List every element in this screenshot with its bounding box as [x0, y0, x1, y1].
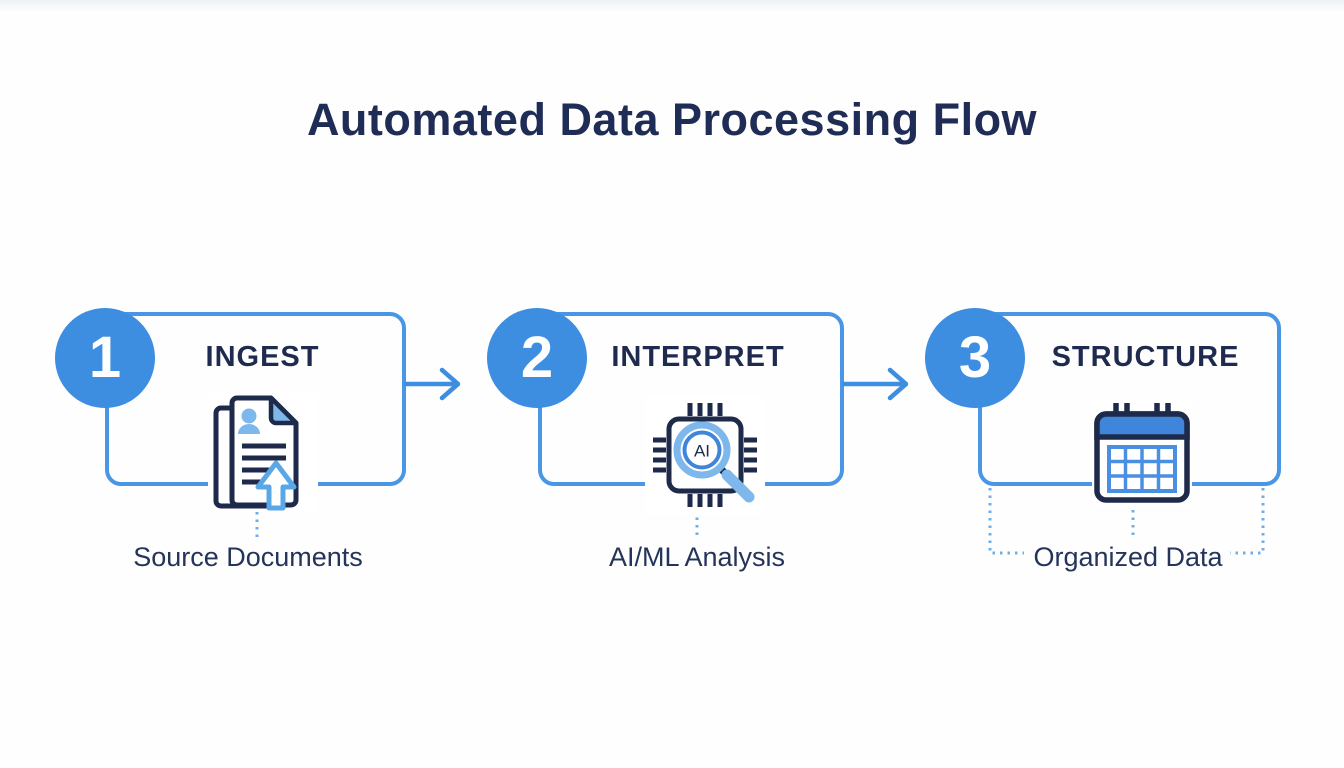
ai-chip-magnifier-icon: AI	[645, 395, 765, 515]
data-grid	[1107, 445, 1177, 493]
step-title-structure: STRUCTURE	[1051, 341, 1240, 373]
text-lines	[242, 443, 286, 485]
magnifier-handle	[721, 469, 755, 503]
person-shoulders	[238, 424, 260, 434]
page-fold	[268, 395, 299, 426]
flow-arrow-icon-2	[841, 367, 909, 401]
table-calendar-icon	[1092, 399, 1192, 507]
upload-arrow-icon	[255, 460, 297, 511]
documents-upload-icon	[208, 394, 318, 512]
step-title-ingest: INGEST	[205, 341, 320, 373]
step-number-3: 3	[958, 325, 992, 390]
step-caption-source-documents: Source Documents	[133, 542, 363, 572]
step-caption-organized-data: Organized Data	[1033, 542, 1223, 572]
step-caption-ai-ml-analysis: AI/ML Analysis	[608, 542, 786, 572]
top-artifact-band	[0, 0, 1344, 12]
step-number-2: 2	[520, 325, 554, 390]
page-title: Automated Data Processing Flow	[306, 94, 1038, 145]
magnifier-inner-ring	[682, 430, 722, 470]
step-number-badge-2: 2	[487, 308, 587, 408]
calendar-header	[1094, 411, 1190, 440]
person-avatar-icon	[241, 408, 257, 424]
flow-arrow-icon-1	[403, 367, 461, 401]
step-title-interpret: INTERPRET	[611, 341, 785, 373]
step-number-1: 1	[88, 325, 122, 390]
ai-label: AI	[694, 442, 710, 461]
dotted-bracket-left	[988, 488, 1024, 555]
step-number-badge-1: 1	[55, 308, 155, 408]
step-number-badge-3: 3	[925, 308, 1025, 408]
chip-pins	[653, 403, 757, 507]
dotted-bracket-right	[1230, 488, 1265, 555]
